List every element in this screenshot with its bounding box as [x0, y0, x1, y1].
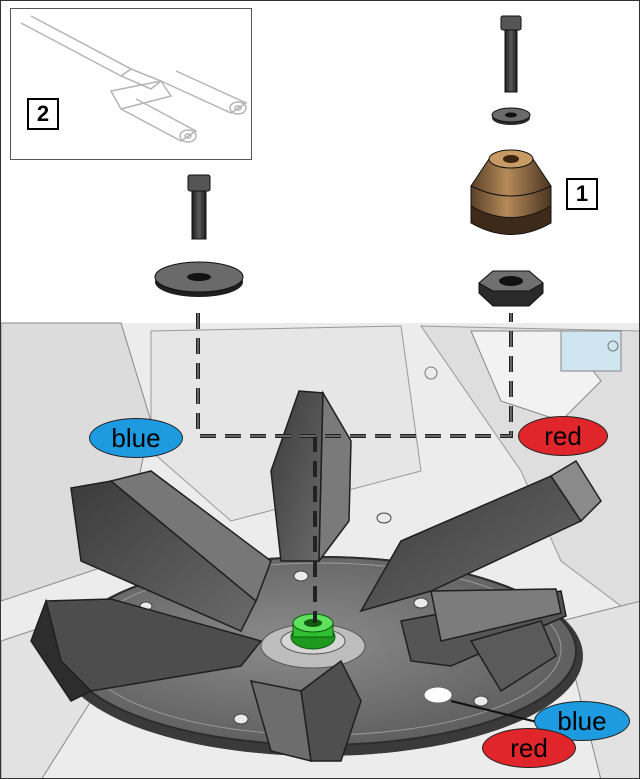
marker-leader-line — [450, 700, 542, 724]
large-washer — [154, 261, 244, 297]
label-red-right: red — [518, 416, 608, 456]
hex-bolt-short — [187, 174, 211, 240]
callout-1: 1 — [566, 178, 598, 210]
rubber-buffer — [470, 149, 552, 235]
label-blue-left: blue — [89, 418, 183, 458]
hex-nut — [478, 270, 544, 307]
spreader-vanes — [30, 390, 602, 762]
small-washer — [491, 107, 531, 125]
callout-2: 2 — [27, 98, 59, 130]
label-red-bottom: red — [482, 728, 576, 768]
hex-bolt-long — [500, 15, 522, 93]
detail-inset-part-2 — [10, 8, 252, 160]
double-sleeve-part-drawing — [20, 15, 248, 143]
